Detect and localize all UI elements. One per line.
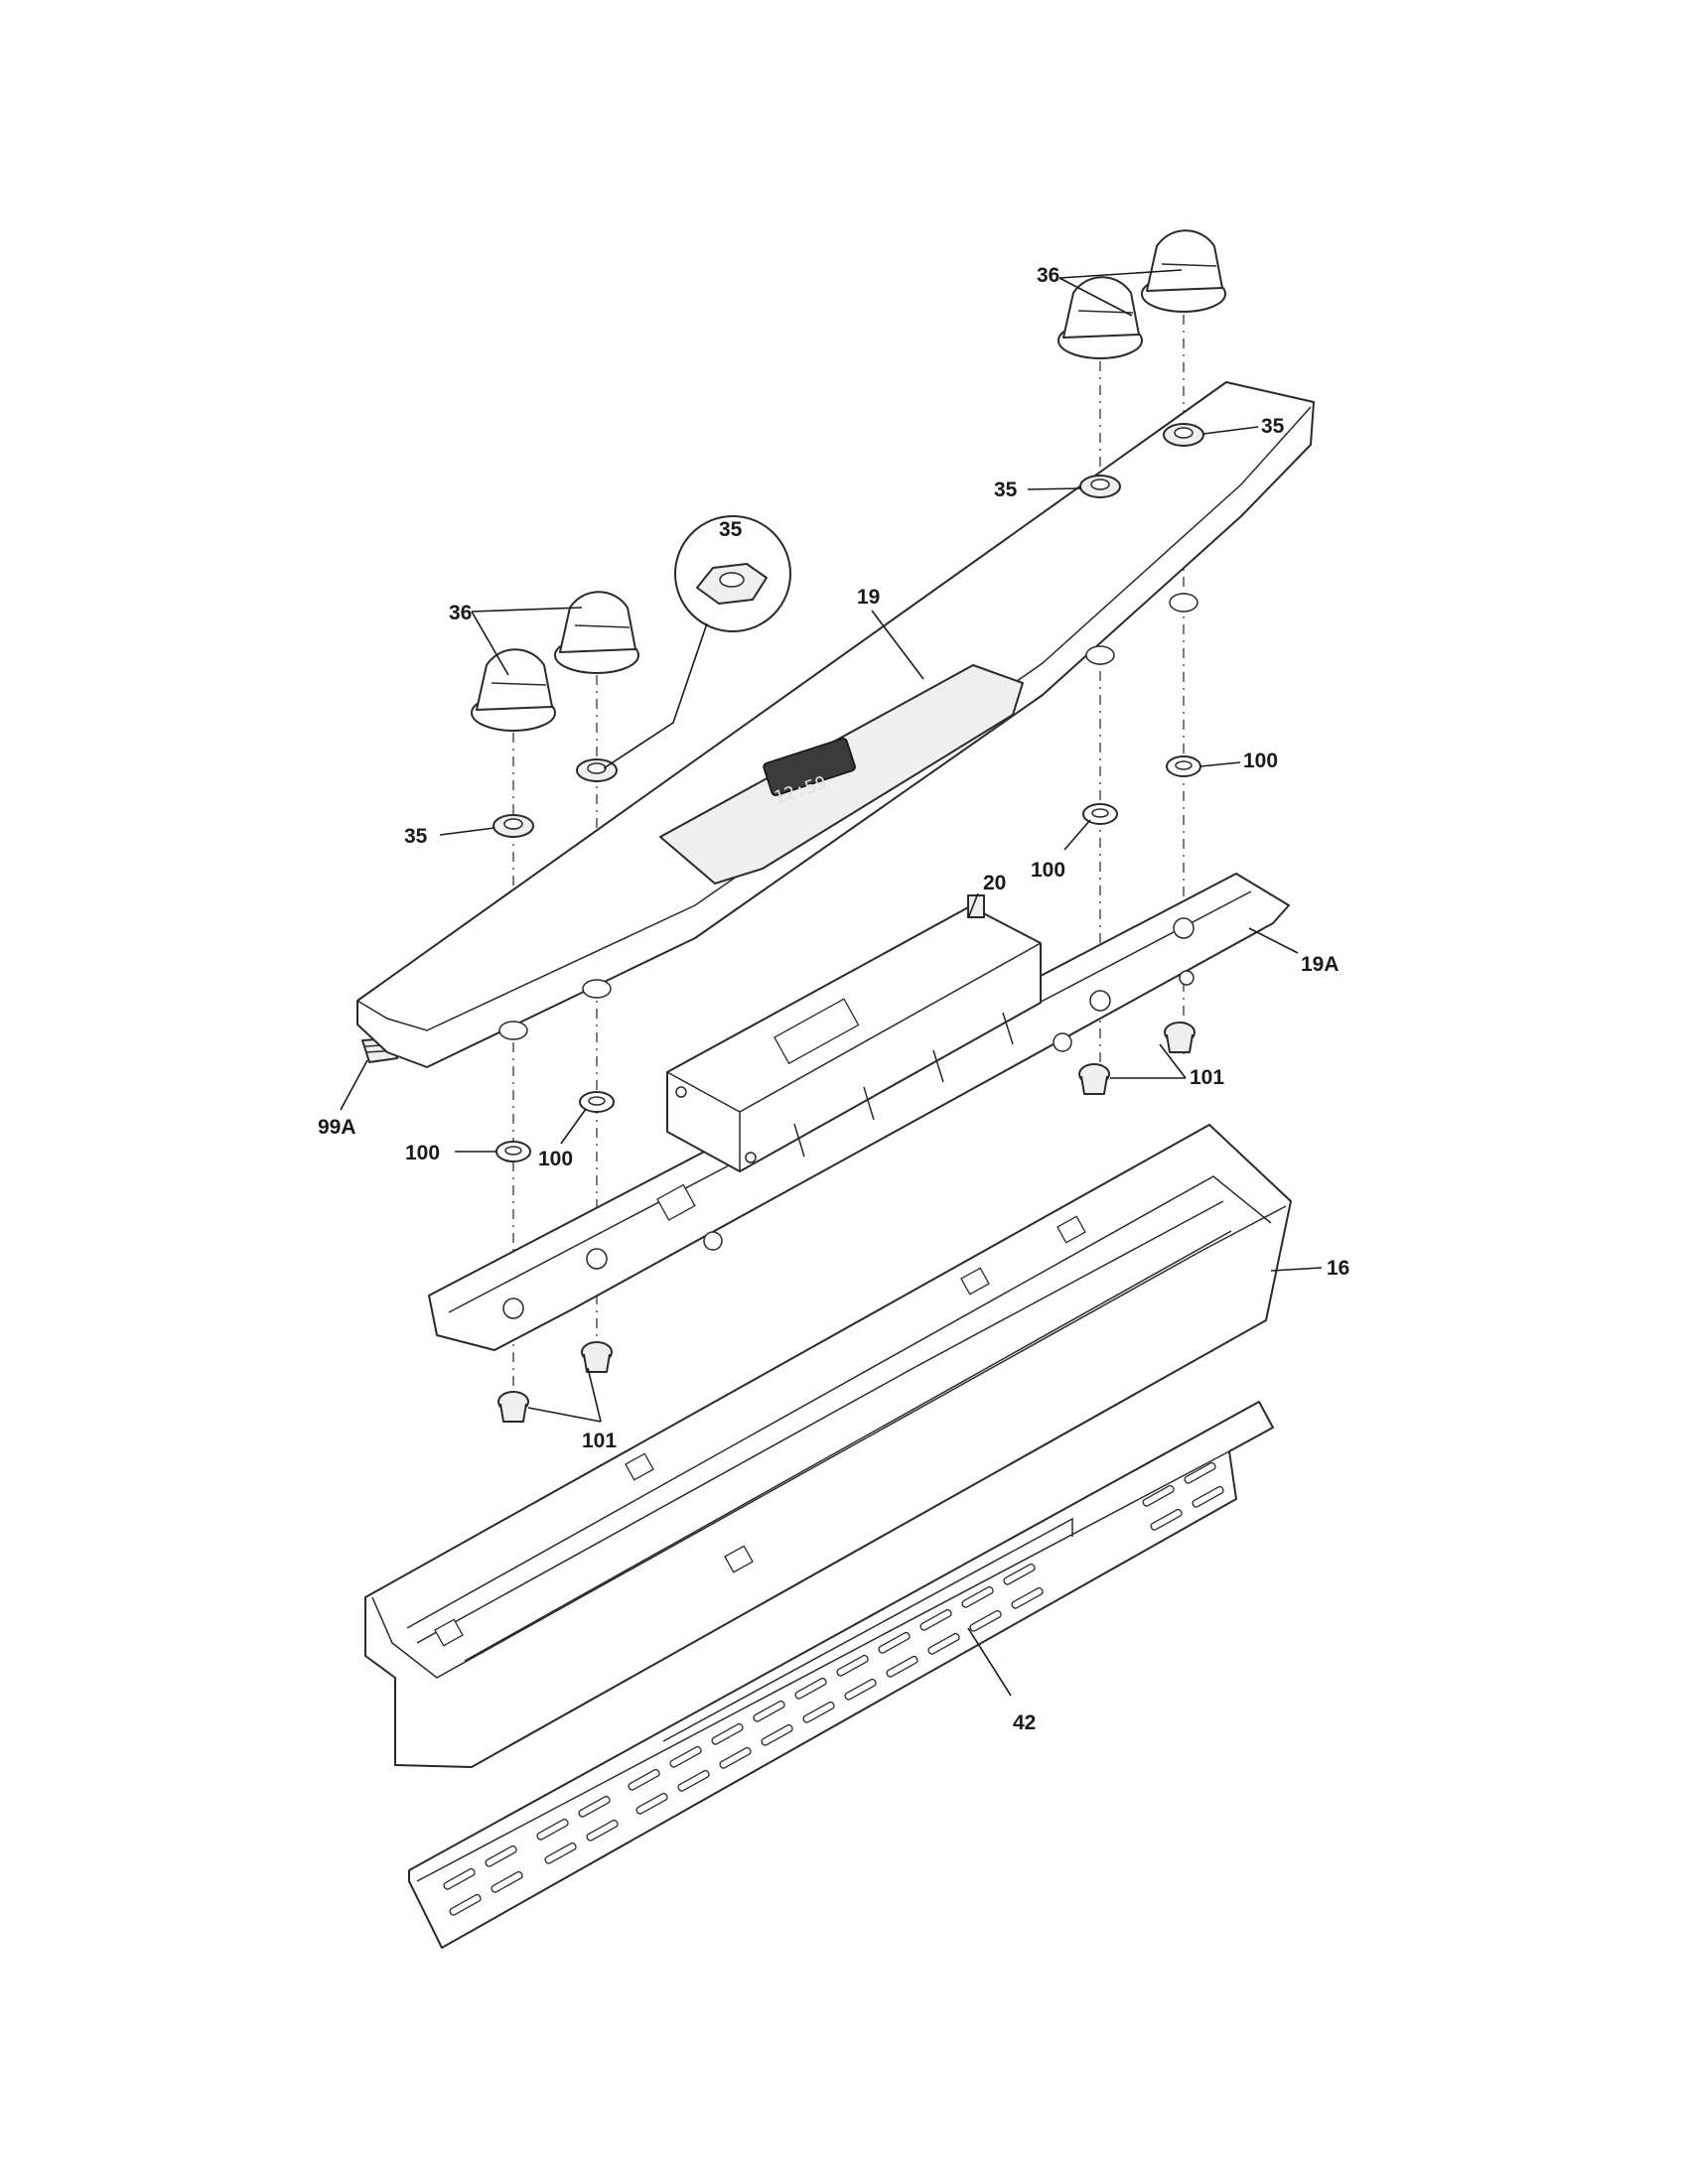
screw-right-rear xyxy=(1164,1022,1196,1053)
washer-right-rear xyxy=(1166,755,1201,777)
nut-right-rear xyxy=(1163,423,1204,447)
callout-knob-right: 36 xyxy=(1037,264,1059,287)
callout-bracket: 19A xyxy=(1301,953,1339,976)
knob-right-rear xyxy=(1141,229,1226,313)
callouts: 36 35 35 35 19 36 100 35 20 100 19A 101 … xyxy=(318,264,1349,1734)
control-panel: 12:59 xyxy=(356,381,1315,1068)
nut-left-front xyxy=(492,814,534,838)
callout-nut-right-rear: 35 xyxy=(1261,415,1285,438)
backguard xyxy=(364,1124,1292,1768)
leader-lines xyxy=(340,269,1323,1697)
callout-vent-trim: 42 xyxy=(1013,1711,1036,1734)
vent-trim xyxy=(408,1401,1274,1949)
nut-detail-callout xyxy=(603,515,791,769)
washer-left-front xyxy=(495,1141,531,1162)
callout-nut-right-front: 35 xyxy=(994,478,1018,501)
washer-right-front xyxy=(1082,803,1118,825)
callout-washer-left-front: 100 xyxy=(405,1142,440,1164)
callout-nut-detail: 35 xyxy=(719,518,743,541)
washer-left-rear xyxy=(579,1091,615,1113)
screw-right-front xyxy=(1078,1063,1110,1095)
vent-slots xyxy=(443,1461,1224,1916)
callout-knob-left: 36 xyxy=(449,602,472,624)
callout-screw-right: 101 xyxy=(1190,1066,1224,1089)
nut-left-rear xyxy=(576,758,618,782)
nut-right-front xyxy=(1079,475,1121,498)
callout-panel: 19 xyxy=(857,586,880,609)
callout-washer-right-front: 100 xyxy=(1031,859,1065,882)
backguard-tabs xyxy=(434,1215,1086,1647)
callout-clock-board: 20 xyxy=(983,872,1006,894)
knob-left-rear xyxy=(554,591,639,674)
callout-washer-left-rear: 100 xyxy=(538,1148,573,1170)
knob-left-front xyxy=(471,648,556,732)
callout-screw-left: 101 xyxy=(582,1430,617,1452)
callout-nut-left: 35 xyxy=(404,825,428,848)
screw-left-rear xyxy=(581,1341,613,1373)
mounting-bracket xyxy=(428,873,1290,1351)
callout-backguard: 16 xyxy=(1327,1257,1349,1280)
callout-harness: 99A xyxy=(318,1116,356,1139)
callout-washer-right-rear: 100 xyxy=(1243,750,1278,772)
screw-left-front xyxy=(497,1391,529,1423)
control-board xyxy=(666,894,1042,1172)
knob-right-front xyxy=(1057,276,1143,359)
